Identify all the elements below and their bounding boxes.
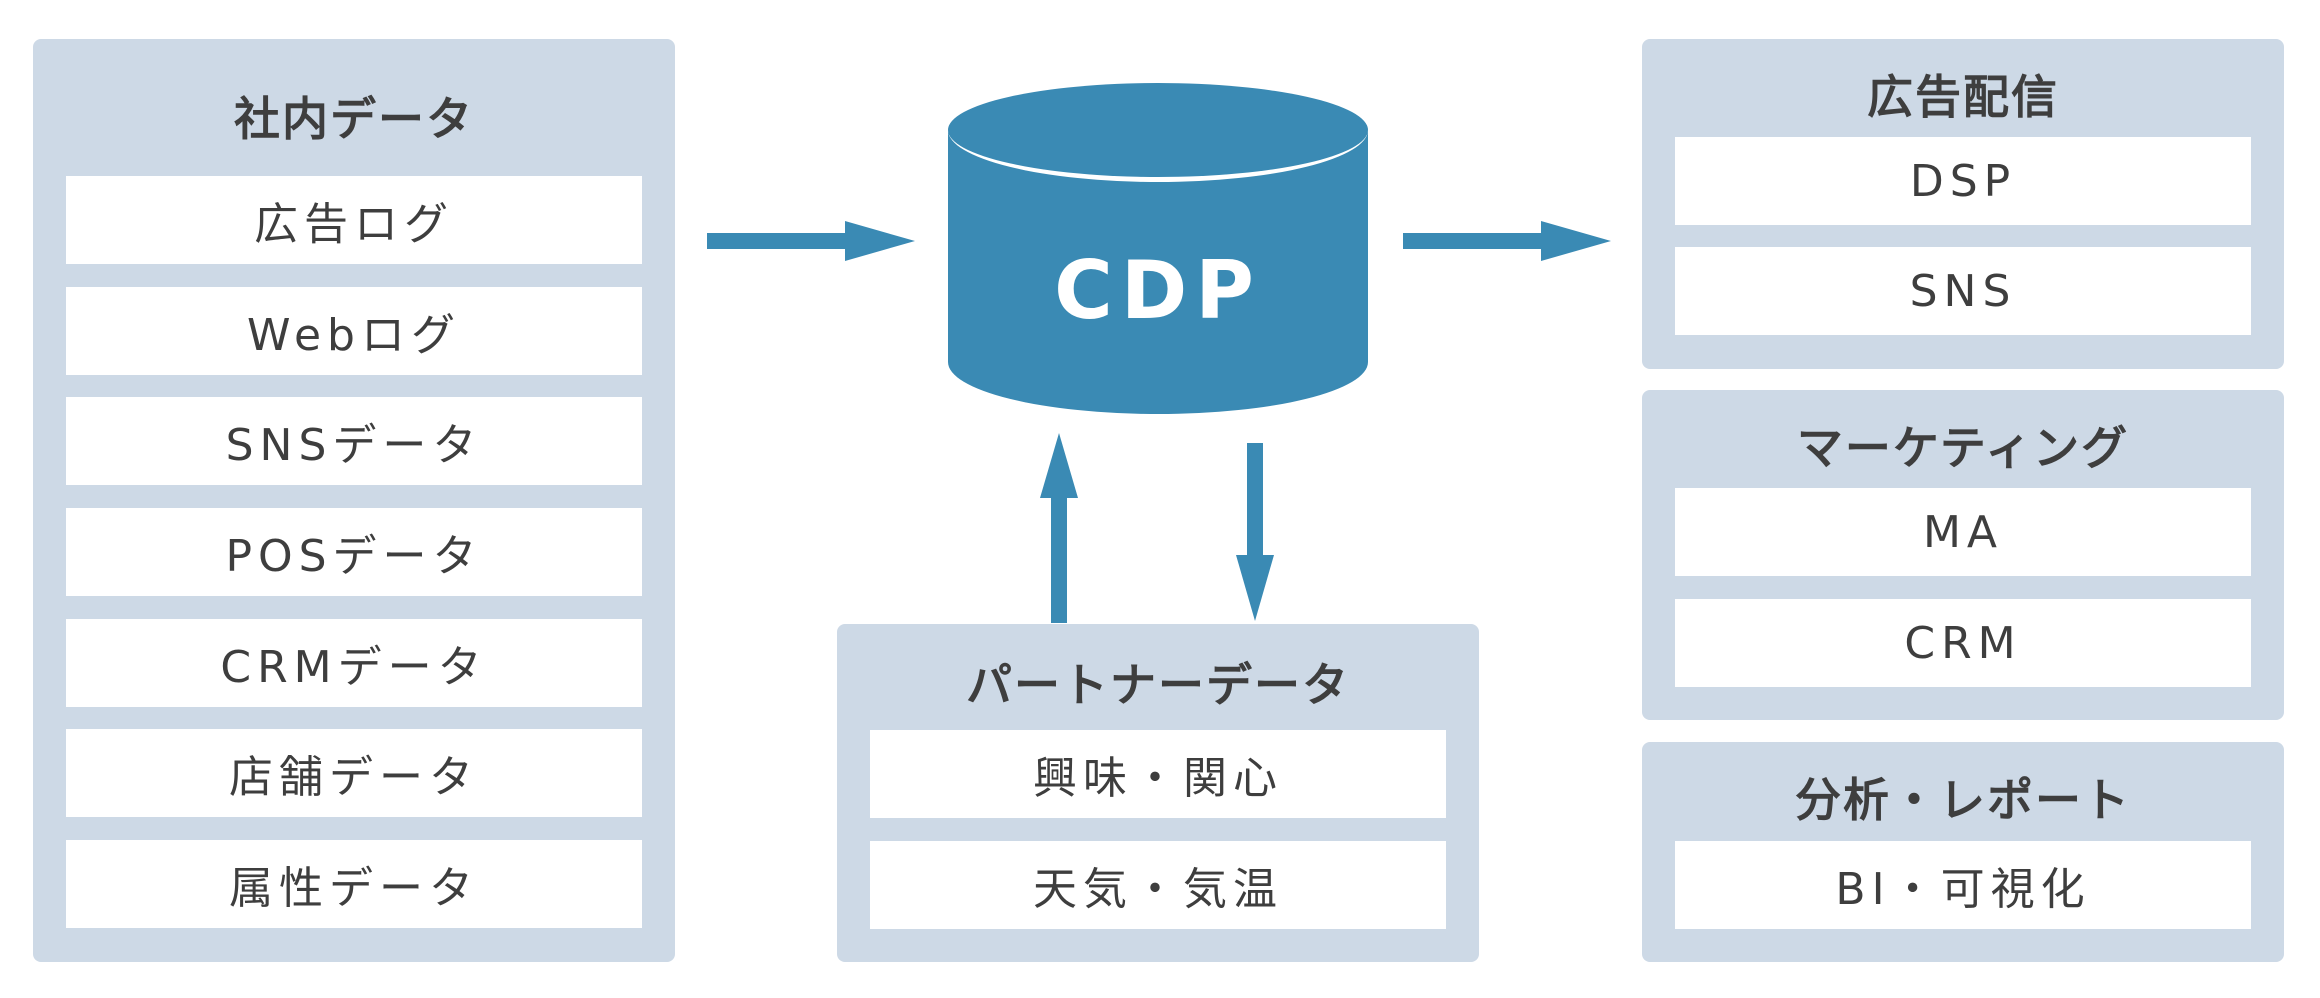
- arrow-right-into-cdp: [707, 221, 915, 261]
- analysis-item-bi: BI・可視化: [1675, 841, 2251, 929]
- internal-data-panel: 社内データ 広告ログ Webログ SNSデータ POSデータ CRMデータ 店舗…: [33, 39, 675, 962]
- arrow-up-into-cdp: [1040, 433, 1078, 623]
- internal-item-sns-data: SNSデータ: [66, 397, 642, 485]
- internal-item-pos-data: POSデータ: [66, 508, 642, 596]
- analysis-report-panel: 分析・レポート BI・可視化: [1642, 742, 2284, 962]
- marketing-item-ma: MA: [1675, 488, 2251, 576]
- marketing-item-crm: CRM: [1675, 599, 2251, 687]
- cdp-label: CDP: [1054, 243, 1262, 337]
- internal-item-ad-log: 広告ログ: [66, 176, 642, 264]
- internal-item-crm-data: CRMデータ: [66, 619, 642, 707]
- ad-delivery-item-sns: SNS: [1675, 247, 2251, 335]
- partner-data-title: パートナーデータ: [966, 658, 1350, 712]
- marketing-title: マーケティング: [1796, 421, 2130, 475]
- internal-item-web-log: Webログ: [66, 287, 642, 375]
- partner-item-interests: 興味・関心: [870, 730, 1446, 818]
- ad-delivery-title: 広告配信: [1867, 70, 2059, 124]
- internal-item-store-data: 店舗データ: [66, 729, 642, 817]
- partner-item-weather: 天気・気温: [870, 841, 1446, 929]
- ad-delivery-item-dsp: DSP: [1675, 137, 2251, 225]
- internal-data-title: 社内データ: [234, 92, 474, 146]
- cdp-database-icon: [948, 78, 1368, 414]
- ad-delivery-panel: 広告配信 DSP SNS: [1642, 39, 2284, 369]
- analysis-report-title: 分析・レポート: [1795, 773, 2131, 827]
- arrow-down-to-partner: [1236, 443, 1274, 621]
- marketing-panel: マーケティング MA CRM: [1642, 390, 2284, 720]
- arrow-right-out-of-cdp: [1403, 221, 1611, 261]
- internal-item-attribute-data: 属性データ: [66, 840, 642, 928]
- partner-data-panel: パートナーデータ 興味・関心 天気・気温: [837, 624, 1479, 962]
